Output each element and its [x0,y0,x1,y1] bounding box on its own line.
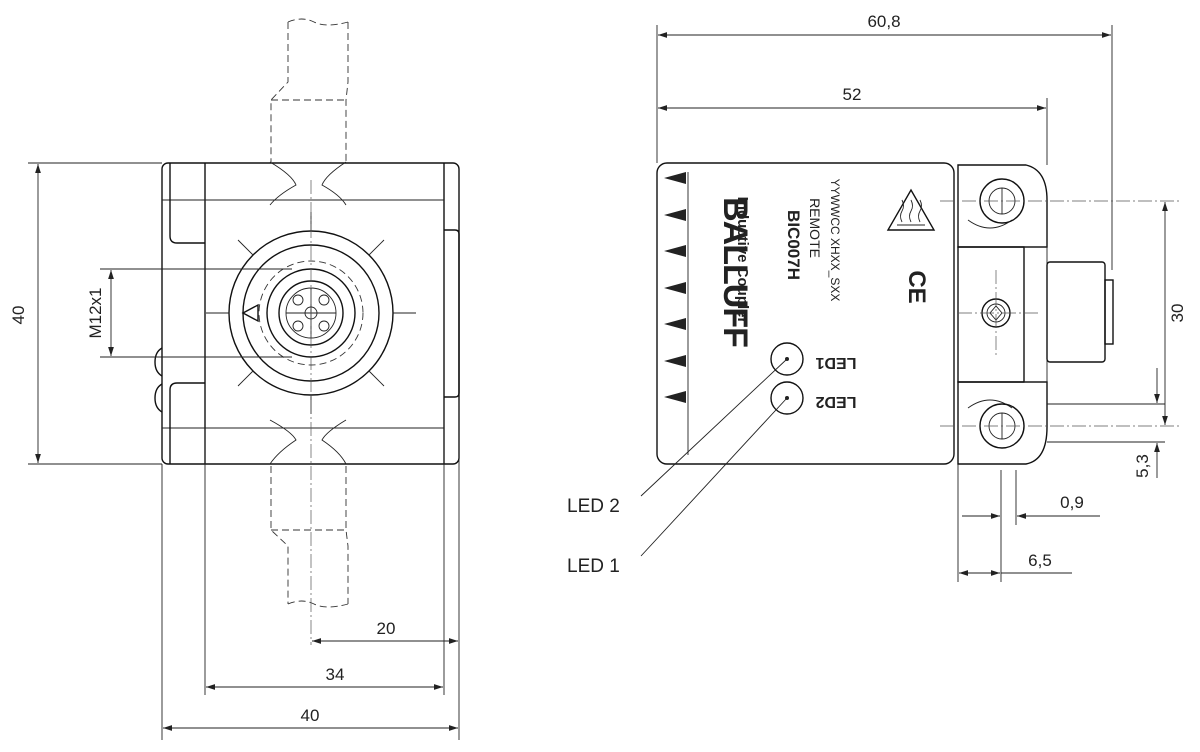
triangle-marks [664,172,686,403]
dim-bottom: 20 34 40 [161,400,460,740]
dim-flange-thickness-text: 0,9 [1060,493,1084,512]
model-text: BIC007H [784,210,803,280]
mounting-flange [940,164,1180,465]
side-view: 60,8 52 BALLUFF Inductive Coupler BIC007… [567,12,1187,582]
dim-total-width-text: 40 [301,706,320,725]
led-callouts: LED 2 LED 1 [567,358,788,577]
dim-hole-pitch-text: 30 [1168,304,1187,323]
dim-inner-width-text: 34 [326,665,345,684]
dim-half-width-text: 20 [377,619,396,638]
dim-top: 60,8 52 [656,12,1113,270]
dim-bottom-right: 0,9 6,5 [957,464,1100,582]
mode-text: REMOTE [807,198,823,258]
brand-logo-text: BALLUFF [716,197,754,347]
dim-hole-offset-text: 5,3 [1133,454,1152,478]
dim-height-40-text: 40 [9,306,28,325]
led1-indicator [770,342,804,376]
dim-flange-depth-text: 6,5 [1028,551,1052,570]
housing-side [656,162,955,465]
dim-thread-m12: M12x1 [86,268,292,358]
dim-length-total-text: 60,8 [867,12,900,31]
led-indicators: LED1 LED2 [770,342,856,415]
hot-surface-icon [886,188,936,231]
housing-front [154,161,460,465]
callout-led2-text: LED 2 [567,496,620,517]
cable-bottom-phantom [270,466,349,608]
cable-top-phantom [270,18,349,162]
code-text: YYWWCC XHXX_SXX [828,179,842,302]
product-name-text: Inductive Coupler [734,197,751,324]
front-view: 40 M12x1 20 34 40 [9,18,460,740]
led2-label: LED2 [815,393,856,410]
dim-thread-text: M12x1 [86,287,105,338]
dim-right: 30 5,3 [1047,202,1187,478]
led1-label: LED1 [815,354,856,371]
callout-led1-text: LED 1 [567,556,620,577]
dim-height-40: 40 [9,162,162,465]
ce-mark-text: CE [903,270,930,303]
product-label: BALLUFF Inductive Coupler BIC007H REMOTE… [716,179,936,347]
dim-length-body-text: 52 [843,85,862,104]
led2-indicator [770,381,804,415]
